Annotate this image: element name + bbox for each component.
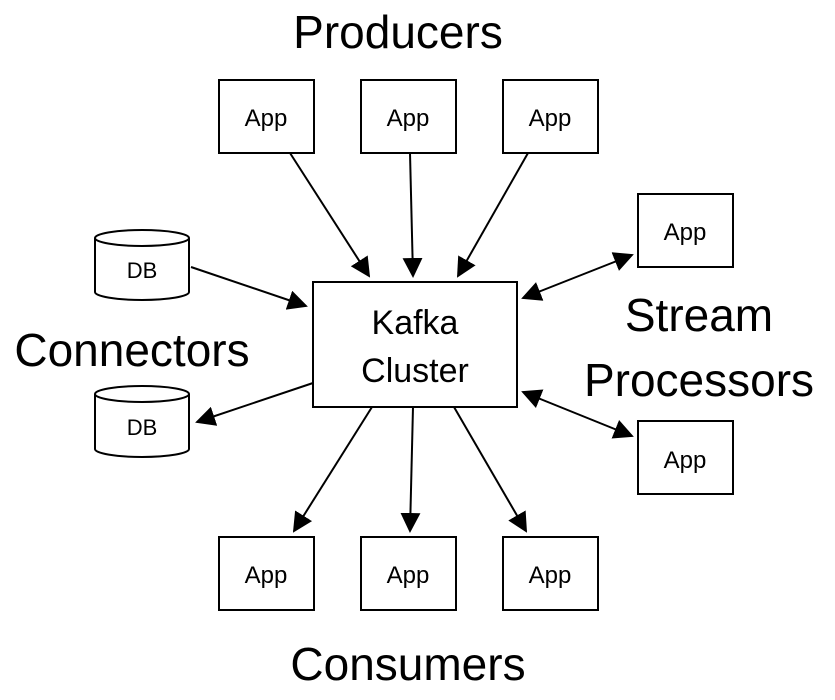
producer-app-box: App	[502, 79, 599, 154]
consumer-app-label: App	[529, 562, 572, 589]
stream-processors-label-line1: Stream	[625, 289, 773, 341]
consumer-app-box: App	[218, 536, 315, 611]
consumer-app-label: App	[245, 562, 288, 589]
producer-app-label: App	[245, 105, 288, 132]
producer-to-kafka-arrow	[289, 152, 371, 278]
kafka-to-consumer-arrow	[453, 406, 528, 533]
consumer-app-box: App	[502, 536, 599, 611]
producer-app-box: App	[360, 79, 457, 154]
stream-processor-app-box: App	[637, 420, 734, 495]
kafka-stream-processor-arrow	[521, 252, 634, 301]
connector-db-label: DB	[127, 415, 158, 440]
connector-db-cylinder: DB	[94, 229, 190, 301]
stream-processors-label-line2: Processors	[584, 354, 814, 406]
stream-processor-app-label: App	[664, 447, 707, 474]
consumer-app-box: App	[360, 536, 457, 611]
producer-to-kafka-arrow	[402, 152, 423, 278]
producers-label: Producers	[293, 6, 503, 58]
producer-app-box: App	[218, 79, 315, 154]
kafka-cluster-box: Kafka Cluster	[312, 281, 518, 408]
kafka-to-db-arrow	[195, 382, 314, 426]
producer-to-kafka-arrow	[457, 152, 529, 278]
kafka-stream-processor-arrow	[521, 389, 634, 439]
db-to-kafka-arrow	[190, 266, 308, 310]
consumer-app-label: App	[387, 562, 430, 589]
kafka-to-consumer-arrow	[292, 406, 373, 533]
consumers-label: Consumers	[290, 638, 525, 690]
producer-app-label: App	[387, 105, 430, 132]
producer-app-label: App	[529, 105, 572, 132]
connector-db-cylinder: DB	[94, 385, 190, 458]
stream-processor-app-box: App	[637, 193, 734, 268]
kafka-to-consumer-arrow	[400, 406, 421, 533]
stream-processor-app-label: App	[664, 219, 707, 246]
connector-db-label: DB	[127, 258, 158, 283]
connectors-label: Connectors	[14, 324, 249, 376]
kafka-cluster-label-line1: Kafka	[372, 304, 459, 342]
kafka-cluster-label-line2: Cluster	[361, 352, 469, 390]
